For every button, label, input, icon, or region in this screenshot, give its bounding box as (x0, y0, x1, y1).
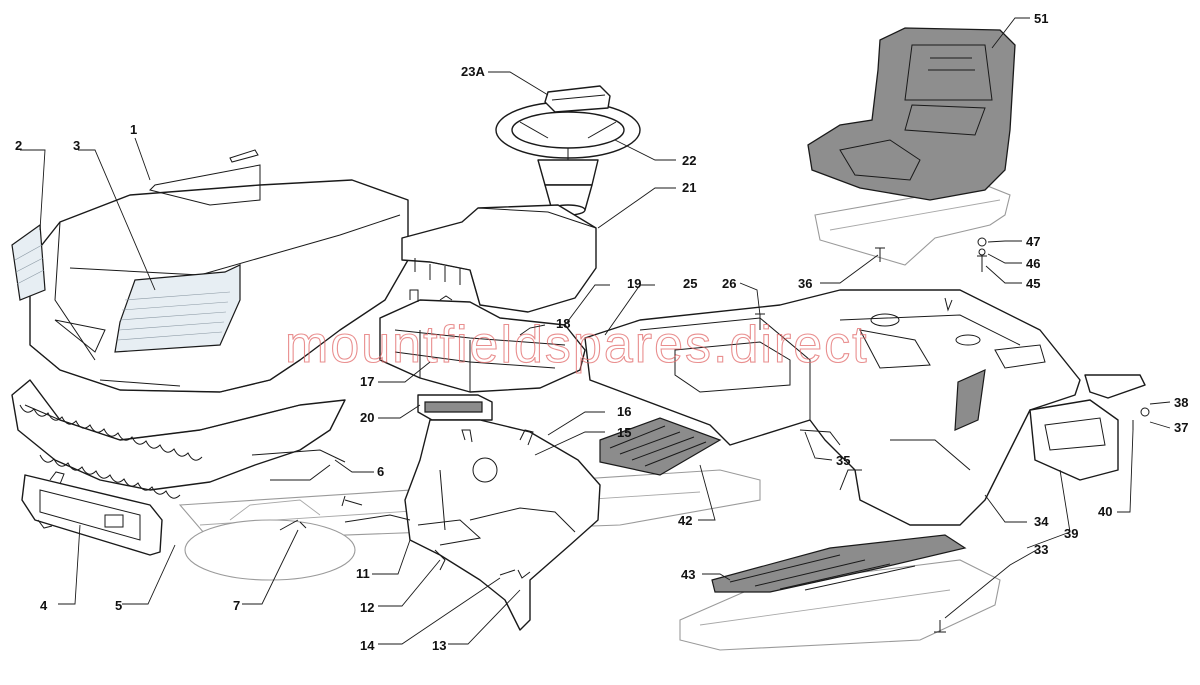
steering-wheel-part-22 (495, 85, 641, 216)
callout-17: 17 (360, 374, 374, 389)
leader-lines (20, 17, 1171, 645)
callout-11: 11 (356, 566, 370, 581)
callout-22: 22 (682, 153, 696, 168)
floor-mat-part-43 (711, 534, 967, 593)
callout-13: 13 (432, 638, 446, 653)
callout-4: 4 (40, 598, 48, 613)
headlight-lens-lines (117, 291, 231, 341)
callout-51: 51 (1034, 11, 1048, 26)
callout-labels: 1 2 3 4 5 6 7 11 12 13 14 15 16 17 18 19… (15, 11, 1188, 653)
callout-43: 43 (681, 567, 695, 582)
watermark-text: mountfieldspares.direct (285, 316, 869, 374)
side-panel-part-16 (404, 419, 601, 631)
seat-part-51 (807, 27, 1016, 201)
callout-46: 46 (1026, 256, 1040, 271)
callout-3: 3 (73, 138, 80, 153)
callout-18: 18 (556, 316, 570, 331)
dash-cover-part-21 (401, 204, 597, 313)
callout-42: 42 (678, 513, 692, 528)
callout-15: 15 (617, 425, 631, 440)
rear-bracket-parts-38-39-40 (1029, 374, 1150, 481)
callout-1: 1 (130, 122, 137, 137)
steering-cap-part-23a (544, 85, 611, 113)
callout-38: 38 (1174, 395, 1188, 410)
callout-45: 45 (1026, 276, 1040, 291)
side-lens-2 (11, 223, 46, 301)
callout-25: 25 (683, 276, 697, 291)
callout-35: 35 (836, 453, 850, 468)
callout-39: 39 (1064, 526, 1078, 541)
rear-body-part-34 (584, 289, 1081, 526)
callout-36: 36 (798, 276, 812, 291)
callout-26: 26 (722, 276, 736, 291)
callout-6: 6 (377, 464, 384, 479)
callout-34: 34 (1034, 514, 1049, 529)
callout-47: 47 (1026, 234, 1040, 249)
foot-tray-part-43 (679, 534, 1001, 651)
callout-37: 37 (1174, 420, 1188, 435)
front-bracket-part-4 (21, 471, 163, 556)
callout-20: 20 (360, 410, 374, 425)
callout-19: 19 (627, 276, 641, 291)
callout-33: 33 (1034, 542, 1048, 557)
callout-14: 14 (360, 638, 375, 653)
battery-tray-part-20 (417, 394, 493, 421)
headlight-lens-3 (114, 264, 241, 353)
callout-23a: 23A (461, 64, 485, 79)
hood-part-1 (11, 149, 409, 499)
callout-5: 5 (115, 598, 122, 613)
hood-bumper-ridges (19, 404, 203, 499)
callout-2: 2 (15, 138, 22, 153)
callout-7: 7 (233, 598, 240, 613)
callout-40: 40 (1098, 504, 1112, 519)
callout-12: 12 (360, 600, 374, 615)
fastener-hardware (251, 237, 987, 633)
callout-16: 16 (617, 404, 631, 419)
mat-part-42 (599, 417, 722, 476)
callout-21: 21 (682, 180, 696, 195)
